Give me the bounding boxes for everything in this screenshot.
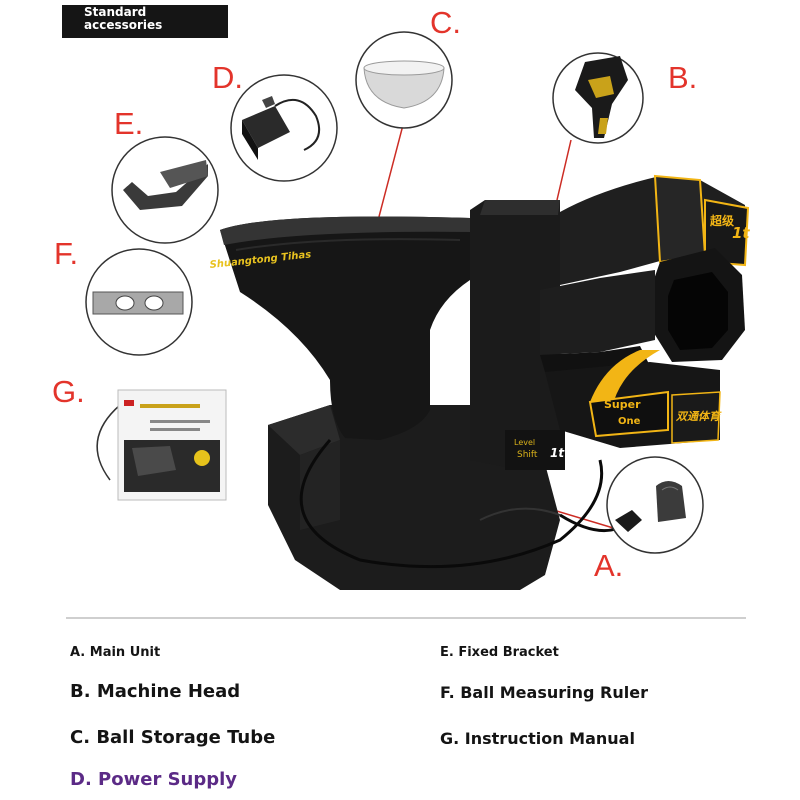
machine-illustration: Shuangtong Tihas 超级 1t Super One 双通体育 Le… <box>85 31 750 590</box>
panel-brand-super: Super <box>604 398 641 411</box>
accessory-power-supply <box>230 74 338 182</box>
legend-item-power-supply: D. Power Supply <box>70 769 238 790</box>
callout-letter-d: D. <box>212 60 243 95</box>
panel-brand-one: One <box>618 416 641 427</box>
legend-item-ball-measuring-ruler: F. Ball Measuring Ruler <box>440 683 648 702</box>
legend-item-machine-head: B. Machine Head <box>70 681 241 702</box>
legend-item-ball-storage-tube: C. Ball Storage Tube <box>70 727 276 748</box>
shift-label: Shift <box>517 450 538 460</box>
callout-letter-c: C. <box>430 5 461 40</box>
level-label: Level <box>514 438 535 447</box>
callout-letter-b: B. <box>668 60 698 95</box>
callout-letter-g: G. <box>52 374 85 409</box>
legend-item-fixed-bracket: E. Fixed Bracket <box>440 645 559 660</box>
legend-divider <box>66 617 746 619</box>
callout-letter-f: F. <box>54 236 79 271</box>
column-model-suffix: 1t <box>550 446 565 460</box>
machine-body <box>220 174 750 590</box>
panel-chinese-label: 超级 <box>709 213 734 228</box>
accessory-ball-storage-tube <box>355 31 453 129</box>
accessory-instruction-manual <box>96 389 227 501</box>
badge-line-2: accessories <box>84 18 163 32</box>
accessory-ball-measuring-ruler <box>85 248 193 356</box>
accessories-badge: Standard accessories <box>62 5 228 38</box>
panel-model-suffix: 1t <box>732 224 750 242</box>
legend-item-main-unit: A. Main Unit <box>70 645 161 660</box>
accessory-main-unit-remote <box>606 456 704 554</box>
side-chinese-label: 双通体育 <box>675 410 722 423</box>
leader-line-c <box>374 124 404 233</box>
leader-line-b <box>556 139 572 201</box>
accessory-machine-head <box>552 52 644 144</box>
callout-letter-a: A. <box>594 548 624 583</box>
callout-letter-e: E. <box>114 106 144 141</box>
badge-line-1: Standard <box>84 5 147 19</box>
accessory-fixed-bracket <box>111 136 219 244</box>
legend-item-instruction-manual: G. Instruction Manual <box>440 729 635 748</box>
